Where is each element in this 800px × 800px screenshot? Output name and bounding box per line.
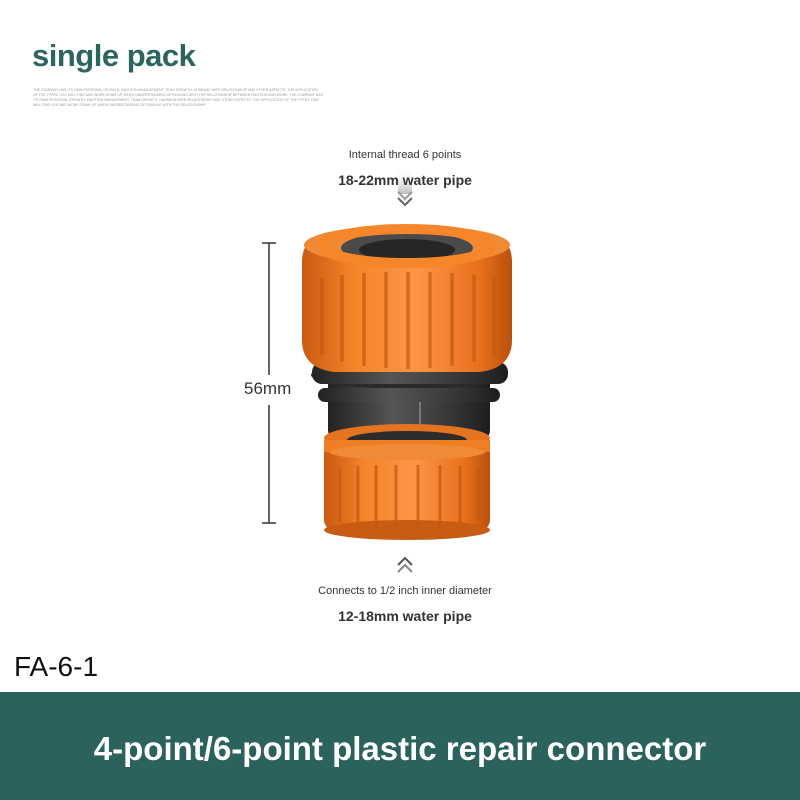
bottom-spec-note: Connects to 1/2 inch inner diameter bbox=[318, 585, 492, 597]
dimension-line bbox=[258, 242, 280, 524]
banner-title: 4-point/6-point plastic repair connector bbox=[93, 730, 707, 767]
top-pipe-size: 18-22mm water pipe bbox=[338, 172, 472, 188]
page-title: single pack bbox=[32, 38, 196, 73]
top-spec-note: Internal thread 6 points bbox=[348, 149, 462, 161]
height-dimension-label: 56mm bbox=[244, 379, 292, 398]
connector-image bbox=[302, 224, 512, 540]
footer-banner bbox=[0, 692, 800, 800]
bottom-arrow-icon bbox=[397, 556, 413, 573]
fine-print-text: THE COMPANY HAS ITS OWN PERSONAL GROWTH,… bbox=[33, 88, 323, 107]
top-arrow-icon bbox=[397, 168, 413, 207]
bottom-pipe-size: 12-18mm water pipe bbox=[338, 608, 472, 624]
model-code: FA-6-1 bbox=[14, 651, 99, 682]
